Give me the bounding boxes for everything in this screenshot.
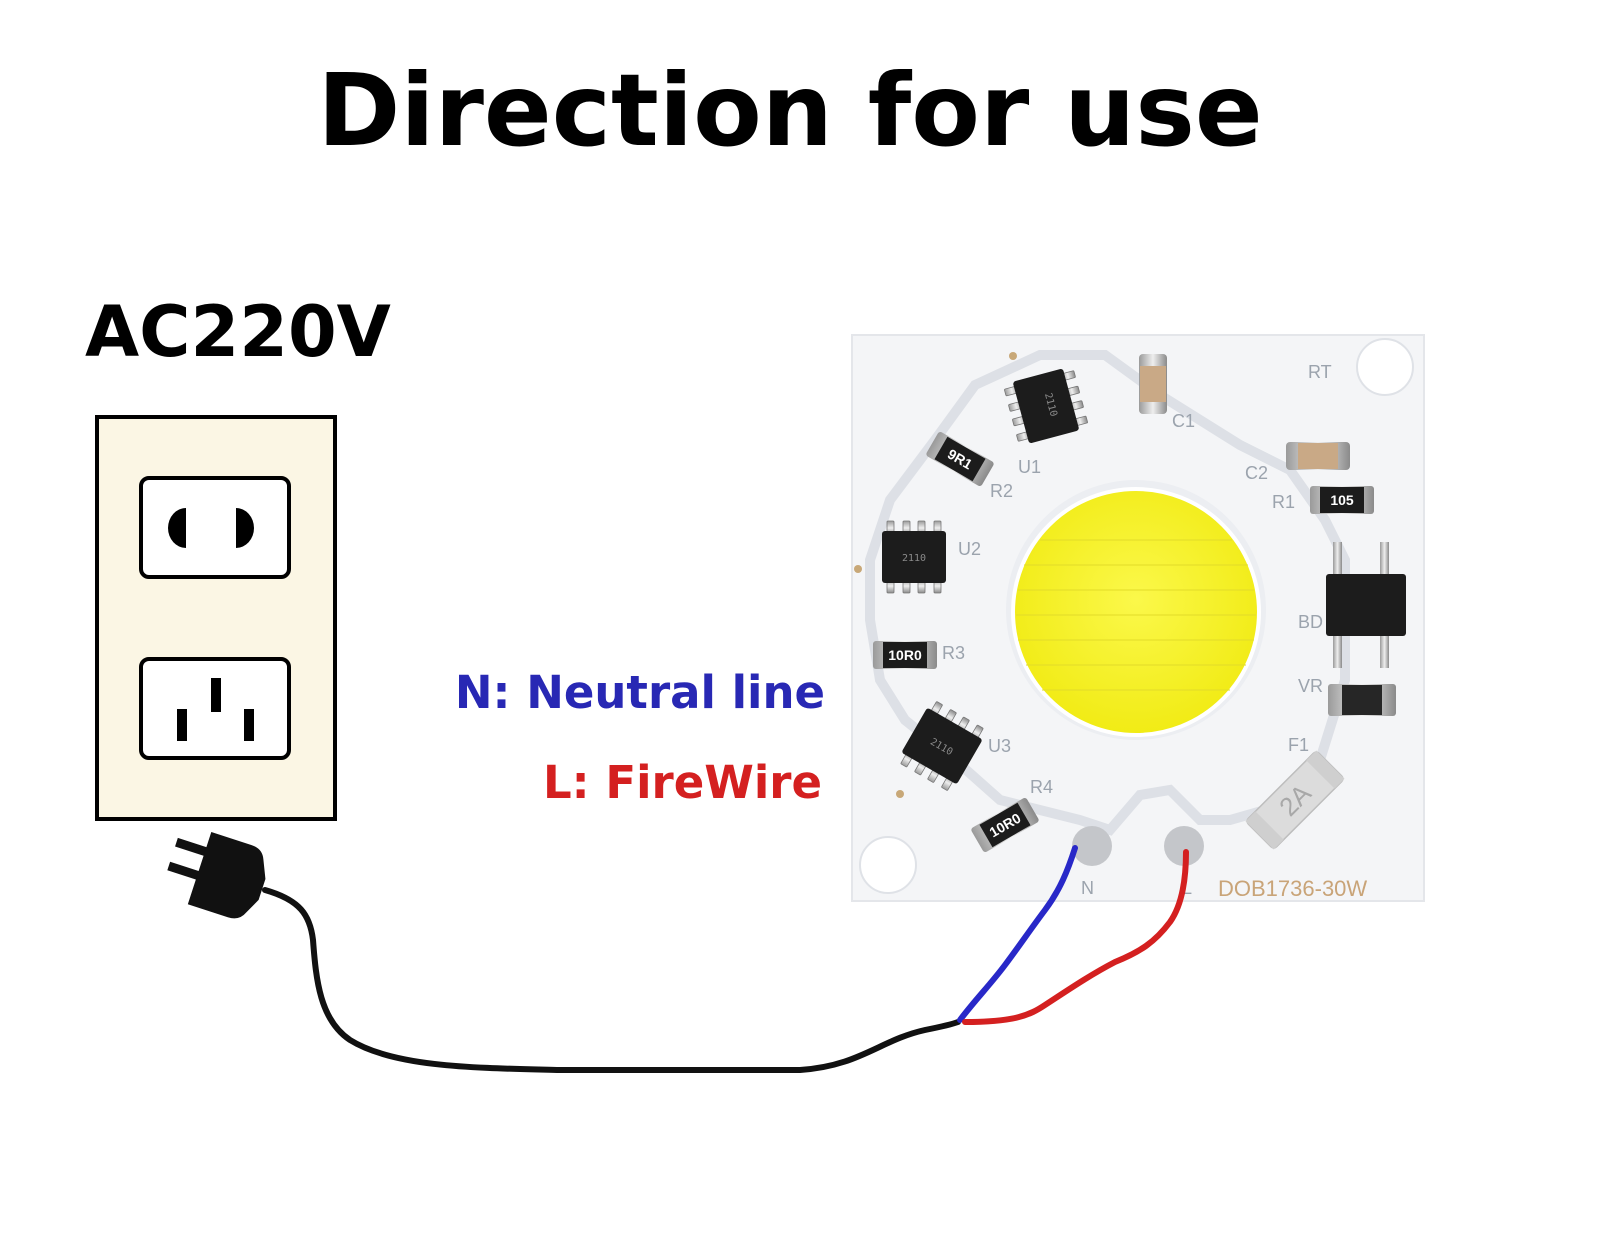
led-driver-board: 2110 2110 2110 105 bbox=[851, 334, 1425, 902]
power-plug-icon bbox=[167, 831, 266, 919]
legend-fire: L: FireWire bbox=[543, 756, 822, 809]
capacitor-c1 bbox=[1139, 354, 1167, 414]
silk-u3: U3 bbox=[988, 736, 1011, 756]
resistor-r4: 10R0 bbox=[971, 797, 1039, 853]
silk-f1: F1 bbox=[1288, 735, 1309, 755]
silk-u1: U1 bbox=[1018, 457, 1041, 477]
power-cable bbox=[262, 887, 961, 1073]
silk-n: N bbox=[1081, 878, 1094, 898]
board-trace bbox=[865, 350, 1350, 836]
svg-text:10R0: 10R0 bbox=[888, 647, 922, 663]
pad-n bbox=[1072, 826, 1112, 866]
neutral-wire bbox=[957, 845, 1078, 1023]
led-phosphor bbox=[1011, 487, 1261, 737]
silk-c2: C2 bbox=[1245, 463, 1268, 483]
silk-rt: RT bbox=[1308, 362, 1332, 382]
svg-text:2110: 2110 bbox=[902, 553, 926, 564]
silk-r3: R3 bbox=[942, 643, 965, 663]
silk-u2: U2 bbox=[958, 539, 981, 559]
mount-hole bbox=[1356, 338, 1414, 396]
silk-bd: BD bbox=[1298, 612, 1323, 632]
silk-vr: VR bbox=[1298, 676, 1323, 696]
board-model: DOB1736-30W bbox=[1218, 876, 1367, 901]
capacitor-c2 bbox=[1286, 442, 1350, 470]
ic-u3: 2110 bbox=[895, 698, 989, 794]
resistor-r1: 105 bbox=[1310, 486, 1374, 514]
silk-r4: R4 bbox=[1030, 777, 1053, 797]
pad-l bbox=[1164, 826, 1204, 866]
ic-u1: 2110 bbox=[1002, 365, 1090, 447]
resistor-r3: 10R0 bbox=[873, 641, 937, 669]
silk-r2: R2 bbox=[990, 481, 1013, 501]
svg-text:105: 105 bbox=[1330, 492, 1354, 508]
ic-u2: 2110 bbox=[881, 520, 947, 594]
silk-r1: R1 bbox=[1272, 492, 1295, 512]
silk-l: L bbox=[1182, 878, 1192, 898]
fire-wire bbox=[962, 849, 1189, 1025]
legend-neutral: N: Neutral line bbox=[455, 666, 825, 719]
silk-c1: C1 bbox=[1172, 411, 1195, 431]
mount-hole bbox=[859, 836, 917, 894]
resistor-r2: 9R1 bbox=[926, 431, 994, 487]
varistor-vr bbox=[1328, 684, 1396, 716]
power-label: AC220V bbox=[85, 291, 391, 373]
page-title: Direction for use bbox=[317, 52, 1262, 169]
wall-outlet-icon bbox=[95, 415, 337, 821]
bridge-rectifier-bd bbox=[1326, 542, 1406, 668]
